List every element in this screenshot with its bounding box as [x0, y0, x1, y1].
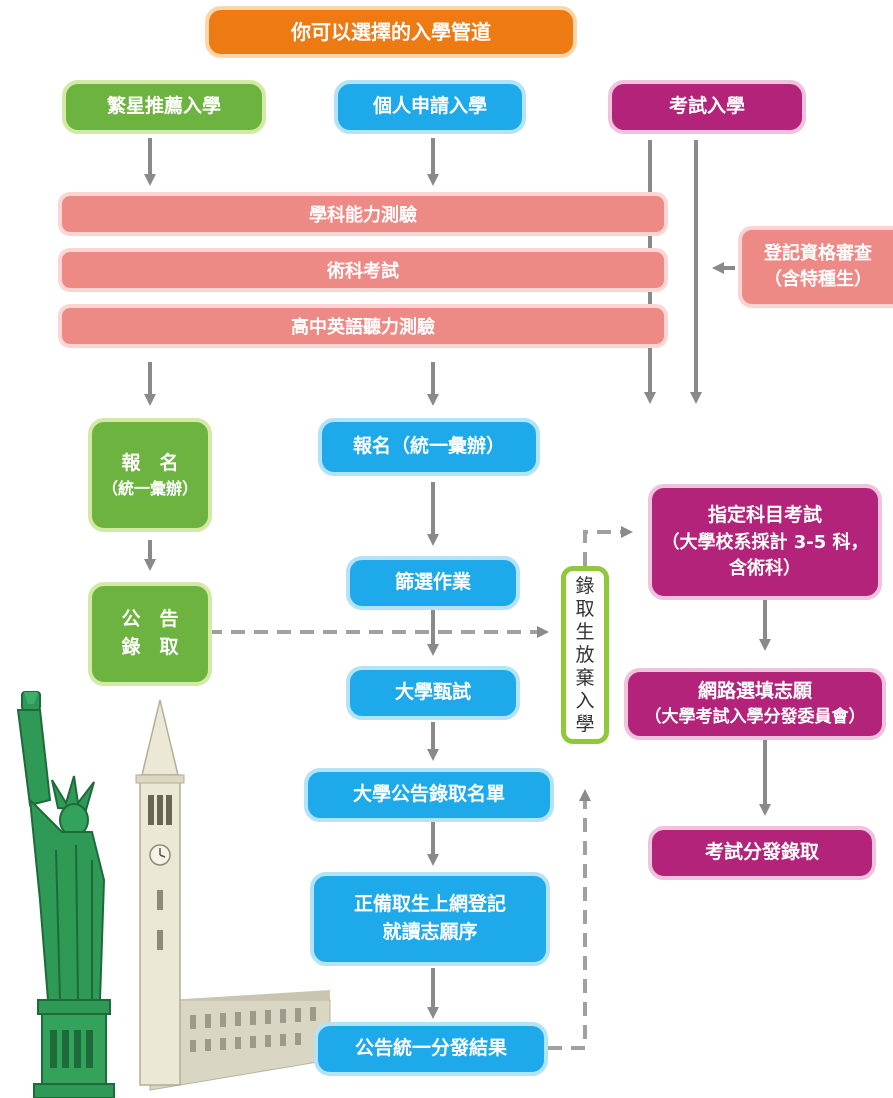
qualification-review: 登記資格審查 （含特種生） [738, 226, 893, 308]
give-up-char: 入 [575, 689, 595, 712]
test-arts-label: 術科考試 [327, 261, 399, 282]
give-up-char: 生 [575, 620, 595, 643]
route-personal: 個人申請入學 [334, 80, 526, 134]
exam-online-choice-line1: 網路選填志願 [697, 679, 812, 702]
test-gsat: 學科能力測驗 [58, 192, 668, 236]
exam-final-label: 考試分發錄取 [704, 841, 819, 864]
star-register-line1: 報 名 [121, 451, 179, 474]
give-up-admission-text: 錄取生放棄入學 [575, 575, 594, 736]
route-star: 繁星推薦入學 [62, 80, 266, 134]
personal-register-label: 報名（統一彙辦） [352, 435, 505, 458]
star-announce-line1: 公 告 [121, 608, 179, 631]
qualification-line1: 登記資格審查 [764, 242, 872, 264]
give-up-char: 取 [575, 597, 595, 620]
personal-interview: 大學甄試 [346, 666, 520, 720]
personal-online-register: 正備取生上網登記 就讀志願序 [310, 872, 550, 966]
personal-online-line2: 就讀志願序 [382, 921, 478, 943]
personal-admitted-list: 大學公告錄取名單 [304, 768, 554, 822]
test-arts: 術科考試 [58, 248, 668, 292]
star-register-line2: （統一彙辦） [101, 479, 198, 499]
personal-admitted-list-label: 大學公告錄取名單 [352, 783, 505, 806]
test-gsat-label: 學科能力測驗 [309, 205, 417, 226]
diagram-title-text: 你可以選擇的入學管道 [291, 19, 491, 44]
statue-of-liberty-icon [16, 691, 115, 1098]
exam-designated-line3: 含術科） [729, 557, 801, 579]
diagram-title: 你可以選擇的入學管道 [205, 6, 577, 58]
give-up-admission: 錄取生放棄入學 [561, 566, 609, 744]
give-up-char: 棄 [575, 666, 595, 689]
dashed-giveup-to-designated [583, 526, 633, 566]
give-up-char: 錄 [575, 574, 595, 597]
route-personal-label: 個人申請入學 [372, 95, 487, 118]
give-up-char: 學 [575, 712, 595, 735]
route-exam: 考試入學 [608, 80, 806, 134]
personal-screening: 篩選作業 [346, 556, 520, 610]
exam-designated-line2: （大學校系採計 3-5 科， [661, 531, 869, 553]
star-announce-line2: 錄 取 [121, 636, 179, 658]
qualification-line2: （含特種生） [764, 269, 872, 290]
exam-online-choice: 網路選填志願 （大學考試入學分發委員會） [624, 668, 886, 740]
exam-designated: 指定科目考試 （大學校系採計 3-5 科， 含術科） [648, 484, 882, 600]
exam-online-choice-line2: （大學考試入學分發委員會） [644, 707, 866, 728]
test-english-label: 高中英語聽力測驗 [291, 317, 435, 338]
dashed-result-to-giveup [548, 789, 591, 1050]
star-register: 報 名 （統一彙辦） [88, 418, 212, 532]
clock-tower-icon [135, 699, 185, 1086]
personal-interview-label: 大學甄試 [394, 681, 471, 704]
give-up-char: 放 [575, 643, 595, 666]
exam-designated-line1: 指定科目考試 [707, 504, 822, 527]
building-icon [149, 990, 331, 1091]
star-announce: 公 告 錄 取 [88, 582, 212, 686]
personal-register: 報名（統一彙辦） [318, 418, 540, 476]
route-star-label: 繁星推薦入學 [106, 95, 221, 118]
test-english: 高中英語聽力測驗 [58, 304, 668, 348]
personal-result: 公告統一分發結果 [314, 1022, 548, 1076]
personal-result-label: 公告統一分發結果 [354, 1037, 507, 1060]
personal-online-line1: 正備取生上網登記 [353, 893, 506, 916]
route-exam-label: 考試入學 [668, 95, 745, 118]
exam-final: 考試分發錄取 [648, 826, 876, 880]
personal-screening-label: 篩選作業 [394, 571, 471, 594]
